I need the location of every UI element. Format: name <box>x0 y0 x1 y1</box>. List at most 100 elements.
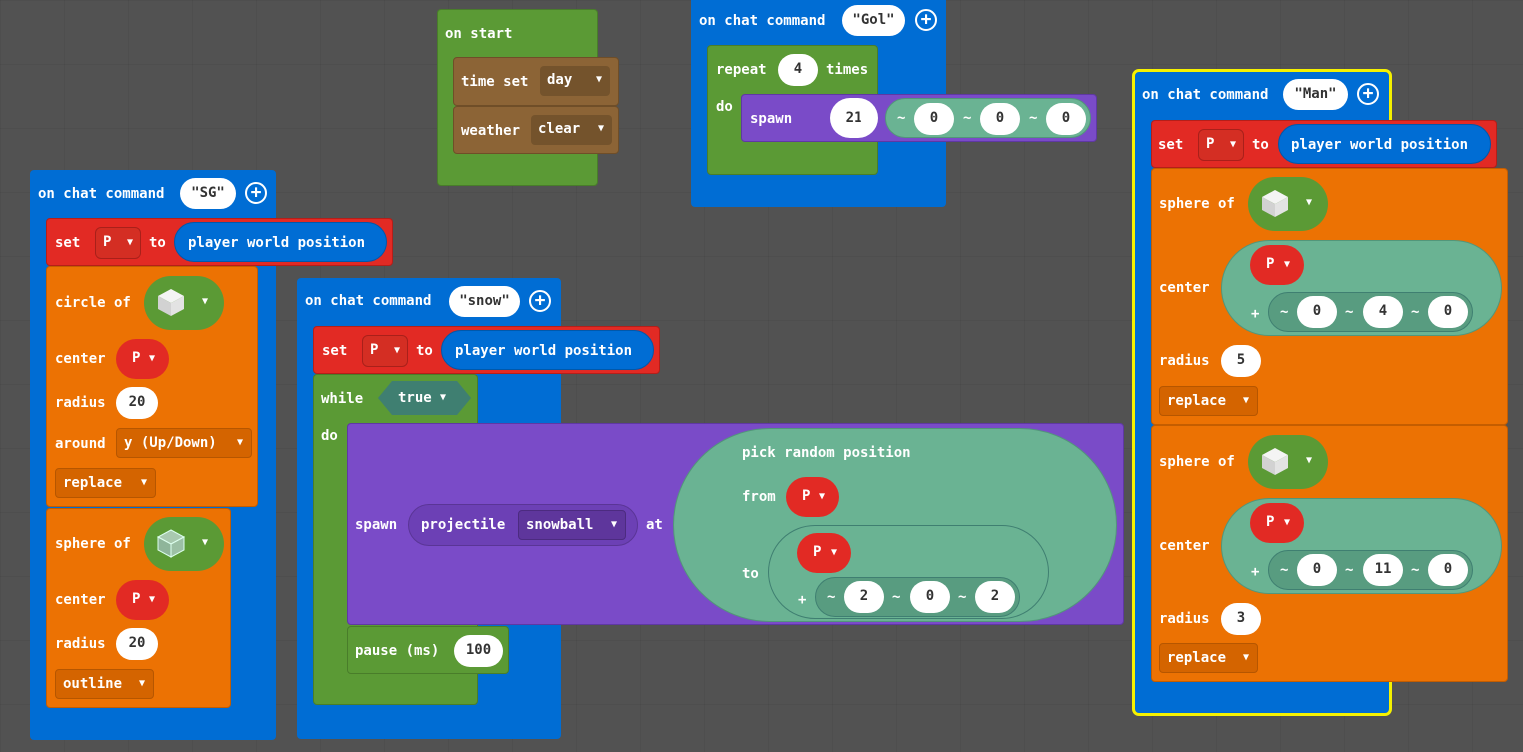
coords-block[interactable]: ~ 0 ~ 0 ~ 0 <box>885 98 1091 138</box>
spawn-entity-input[interactable]: 21 <box>830 98 878 138</box>
weather-dropdown[interactable]: clear▼ <box>531 115 612 145</box>
mode-dropdown[interactable]: replace▼ <box>1159 643 1258 673</box>
mode-dropdown[interactable]: replace▼ <box>55 468 156 498</box>
mode-dropdown[interactable]: outline▼ <box>55 669 154 699</box>
offset-z-input[interactable]: 0 <box>1428 554 1468 586</box>
axis-dropdown[interactable]: y (Up/Down)▼ <box>116 428 252 458</box>
command-input[interactable]: "Man" <box>1283 79 1348 110</box>
offset-y: 11 <box>1374 561 1392 577</box>
weather-value: clear <box>538 121 581 137</box>
tilde-y: ~ <box>963 110 972 126</box>
to-var-value: P <box>813 544 822 560</box>
time-set-block[interactable]: time set day▼ <box>453 57 619 106</box>
to-variable[interactable]: P▼ <box>797 533 851 573</box>
sphere-block-man-1[interactable]: sphere of ▼ center P▼ + ~ 0 ~ 4 ~ 0 radi… <box>1151 168 1508 425</box>
add-parameter-icon[interactable]: + <box>1357 83 1379 105</box>
spawn-block-gol[interactable]: spawn 21 at ~ 0 ~ 0 ~ 0 <box>741 94 1097 142</box>
sphere-block-sg[interactable]: sphere of ▼ center P▼ radius 20 outline▼ <box>46 508 231 708</box>
command-input[interactable]: "snow" <box>449 286 520 317</box>
command-input[interactable]: "SG" <box>180 178 236 209</box>
offset-z-input[interactable]: 0 <box>1428 296 1468 328</box>
offset-y-input[interactable]: 0 <box>910 581 950 613</box>
player-world-position-label: player world position <box>1291 137 1469 153</box>
chat-command-label: on chat command <box>38 186 165 202</box>
offset-x-input[interactable]: 0 <box>1297 296 1337 328</box>
to-label: to <box>1252 137 1269 153</box>
variable-dropdown[interactable]: P▼ <box>362 335 408 367</box>
center-variable[interactable]: P▼ <box>1250 503 1304 543</box>
pause-input[interactable]: 100 <box>454 635 503 667</box>
radius-label: radius <box>1159 353 1210 369</box>
chevron-down-icon: ▼ <box>202 537 209 548</box>
spawn-projectile-block[interactable]: spawn projectile snowball▼ at pick rando… <box>347 423 1124 625</box>
radius-input[interactable]: 5 <box>1221 345 1261 377</box>
offset-coords[interactable]: ~ 0 ~ 11 ~ 0 <box>1268 550 1473 590</box>
repeat-count-input[interactable]: 4 <box>778 54 818 86</box>
from-variable[interactable]: P▼ <box>786 477 839 517</box>
player-world-position-block[interactable]: player world position <box>1278 124 1491 164</box>
command-input[interactable]: "Gol" <box>842 5 905 36</box>
offset-position-block[interactable]: P▼ + ~ 2 ~ 0 ~ 2 <box>768 525 1049 619</box>
offset-y-input[interactable]: 4 <box>1363 296 1403 328</box>
time-dropdown[interactable]: day▼ <box>540 66 610 96</box>
variable-dropdown[interactable]: P▼ <box>1198 129 1244 161</box>
coord-z-input[interactable]: 0 <box>1046 103 1086 135</box>
weather-block[interactable]: weather clear▼ <box>453 106 619 154</box>
offset-coords[interactable]: ~ 2 ~ 0 ~ 2 <box>815 577 1020 617</box>
pick-random-position-block[interactable]: pick random position from P▼ to P▼ + ~ 2… <box>673 428 1117 622</box>
at-label: at <box>860 111 877 127</box>
do-label: do <box>321 428 338 444</box>
sphere-block-man-2[interactable]: sphere of ▼ center P▼ + ~ 0 ~ 11 ~ 0 rad… <box>1151 425 1508 682</box>
offset-coords[interactable]: ~ 0 ~ 4 ~ 0 <box>1268 292 1473 332</box>
center-variable[interactable]: P▼ <box>116 580 169 620</box>
offset-x-input[interactable]: 0 <box>1297 554 1337 586</box>
radius-input[interactable]: 3 <box>1221 603 1261 635</box>
offset-z-input[interactable]: 2 <box>975 581 1015 613</box>
center-variable[interactable]: P▼ <box>116 339 169 379</box>
projectile-block[interactable]: projectile snowball▼ <box>408 504 638 546</box>
condition-dropdown[interactable]: true ▼ <box>378 381 471 415</box>
set-block-man[interactable]: set P▼ to player world position <box>1151 120 1497 168</box>
offset-x: 2 <box>859 588 869 604</box>
radius-input[interactable]: 20 <box>116 628 158 660</box>
block-picker[interactable]: ▼ <box>1248 177 1328 231</box>
player-world-position-block[interactable]: player world position <box>174 222 387 262</box>
mode-value: replace <box>1167 650 1227 666</box>
add-parameter-icon[interactable]: + <box>915 9 937 31</box>
projectile-label: projectile <box>421 517 506 533</box>
offset-position-block[interactable]: P▼ + ~ 0 ~ 4 ~ 0 <box>1221 240 1502 336</box>
coord-y-input[interactable]: 0 <box>980 103 1020 135</box>
block-picker[interactable]: ▼ <box>1248 435 1328 489</box>
offset-position-block[interactable]: P▼ + ~ 0 ~ 11 ~ 0 <box>1221 498 1502 594</box>
offset-y: 0 <box>925 588 935 604</box>
radius-input[interactable]: 20 <box>116 387 158 419</box>
projectile-dropdown[interactable]: snowball▼ <box>518 510 626 540</box>
add-parameter-icon[interactable]: + <box>529 290 551 312</box>
coord-y: 0 <box>995 110 1005 126</box>
set-block-sg[interactable]: set P▼ to player world position <box>46 218 393 266</box>
center-variable[interactable]: P▼ <box>1250 245 1304 285</box>
add-parameter-icon[interactable]: + <box>245 182 267 204</box>
block-picker[interactable]: ▼ <box>144 276 224 330</box>
circle-block[interactable]: circle of ▼ center P▼ radius 20 around y… <box>46 266 258 507</box>
chat-command-label: on chat command <box>699 13 826 29</box>
center-var-value: P <box>132 350 141 366</box>
coord-z: 0 <box>1061 110 1071 126</box>
tilde-x: ~ <box>827 589 836 605</box>
player-world-position-label: player world position <box>188 235 366 251</box>
offset-x: 0 <box>1312 303 1322 319</box>
offset-x-input[interactable]: 2 <box>844 581 884 613</box>
mode-dropdown[interactable]: replace▼ <box>1159 386 1258 416</box>
tilde-z: ~ <box>1029 110 1038 126</box>
coord-x: 0 <box>929 110 939 126</box>
variable-dropdown[interactable]: P▼ <box>95 227 141 259</box>
tilde-y: ~ <box>892 589 901 605</box>
set-block-snow[interactable]: set P▼ to player world position <box>313 326 660 374</box>
coord-x-input[interactable]: 0 <box>914 103 954 135</box>
spawn-label: spawn <box>750 111 793 127</box>
block-picker[interactable]: ▼ <box>144 517 224 571</box>
do-label: do <box>716 99 733 115</box>
offset-y-input[interactable]: 11 <box>1363 554 1403 586</box>
pause-block[interactable]: pause (ms) 100 <box>347 626 509 674</box>
player-world-position-block[interactable]: player world position <box>441 330 654 370</box>
